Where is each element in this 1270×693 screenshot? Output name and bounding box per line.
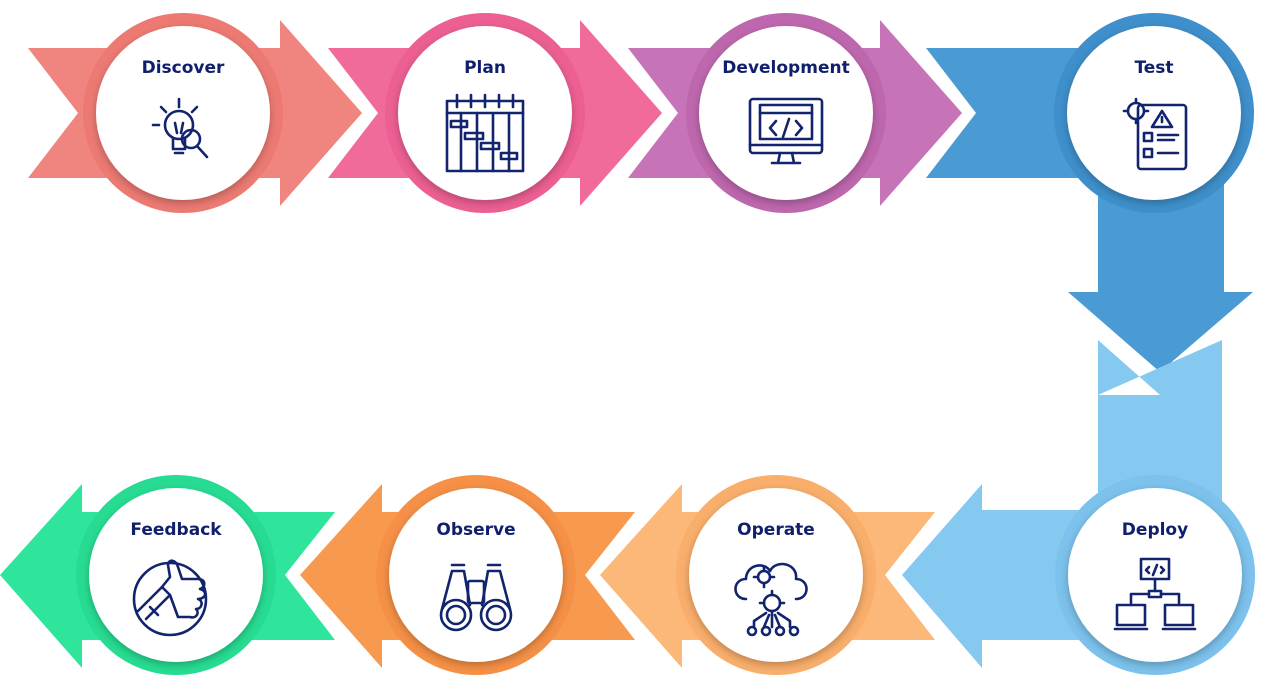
arrow-test xyxy=(926,48,1253,372)
node-face xyxy=(389,488,563,662)
node-face xyxy=(89,488,263,662)
step-label: Development xyxy=(722,58,849,78)
step-test: Test xyxy=(1054,13,1254,213)
step-plan: Plan xyxy=(385,13,585,213)
step-label: Operate xyxy=(737,520,815,540)
thumbs-up-icon xyxy=(132,559,208,637)
node-layer: Discover Plan xyxy=(76,13,1255,675)
node-face xyxy=(689,488,863,662)
test-report-icon xyxy=(1122,97,1188,171)
step-feedback: Feedback xyxy=(76,475,276,675)
lightbulb-magnifier-icon xyxy=(151,97,209,159)
node-face xyxy=(1068,488,1242,662)
binoculars-icon xyxy=(439,563,513,632)
step-label: Plan xyxy=(464,58,506,78)
node-face xyxy=(1067,26,1241,200)
gantt-calendar-icon xyxy=(445,93,525,173)
code-monitor-icon xyxy=(748,97,824,165)
network-deploy-icon xyxy=(1113,557,1197,631)
step-label: Deploy xyxy=(1122,520,1188,540)
step-deploy: Deploy xyxy=(1055,475,1255,675)
step-observe: Observe xyxy=(376,475,576,675)
step-label: Feedback xyxy=(130,520,222,540)
cloud-gears-icon xyxy=(734,562,808,637)
step-discover: Discover xyxy=(83,13,283,213)
node-face xyxy=(96,26,270,200)
step-label: Test xyxy=(1134,58,1173,78)
step-label: Discover xyxy=(142,58,225,78)
step-label: Observe xyxy=(436,520,515,540)
step-development: Development xyxy=(686,13,886,213)
step-operate: Operate xyxy=(676,475,876,675)
